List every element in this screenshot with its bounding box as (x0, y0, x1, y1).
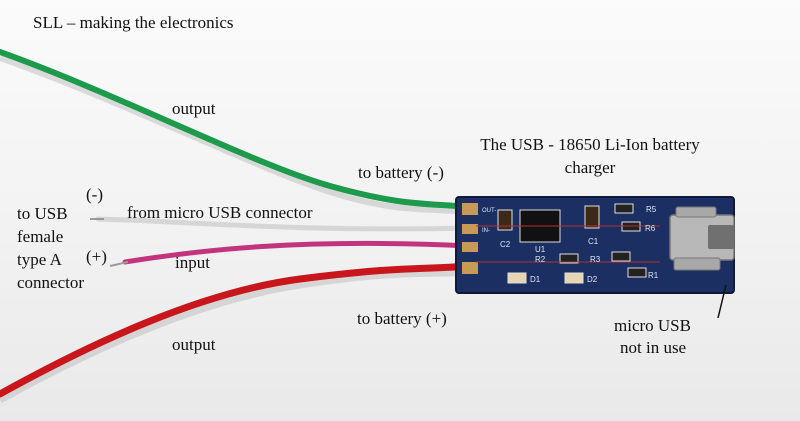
label-from-micro-usb: from micro USB connector (127, 203, 313, 222)
label-to-usb-1: to USB (17, 204, 68, 223)
cap-c1 (584, 205, 600, 229)
silk-u1: U1 (535, 245, 546, 254)
silk-r6: R6 (645, 224, 656, 233)
pink-wire-tip (109, 261, 129, 267)
res-r3 (611, 251, 631, 262)
led-d1 (507, 272, 527, 284)
silk-r1: R1 (648, 271, 659, 280)
label-to-battery-neg: to battery (-) (358, 163, 444, 182)
label-charger-title-2: charger (564, 158, 616, 177)
pink-wire (122, 240, 473, 265)
pad-out-neg (462, 203, 478, 215)
cap-c2 (497, 209, 513, 231)
silk-out-neg: OUT- (482, 208, 496, 214)
red-wire (0, 262, 472, 398)
label-output-bottom: output (172, 335, 216, 354)
label-plus-sign: (+) (86, 247, 107, 266)
micro-usb-opening (708, 225, 734, 249)
label-minus-sign: (-) (86, 185, 103, 204)
label-to-battery-pos: to battery (+) (357, 309, 447, 328)
micro-usb-tab-top (675, 206, 717, 218)
silk-c2: C2 (500, 240, 511, 249)
label-output-top: output (172, 99, 216, 118)
silk-r5: R5 (646, 205, 657, 214)
label-micro-usb-2: not in use (620, 338, 687, 357)
label-charger-title-1: The USB - 18650 Li-Ion battery (480, 135, 700, 154)
label-to-usb-3: type A (17, 250, 62, 269)
res-r1 (627, 267, 647, 278)
label-input: input (175, 253, 210, 272)
pad-out-pos (462, 262, 478, 274)
pad-in-pos (462, 242, 478, 252)
green-wire (0, 49, 471, 210)
green-wire-shadow (0, 55, 471, 215)
caption-title: SLL – making the electronics (33, 13, 234, 32)
label-micro-usb-1: micro USB (614, 316, 691, 335)
micro-usb-tab-bottom (673, 257, 721, 271)
white-wire (95, 216, 473, 232)
silk-in-neg: IN- (482, 228, 490, 234)
red-wire-shadow (0, 268, 471, 404)
label-to-usb-2: female (17, 227, 64, 246)
pad-in-neg (462, 224, 478, 234)
label-to-usb-4: connector (17, 273, 85, 292)
silk-r2: R2 (535, 255, 546, 264)
silk-d1: D1 (530, 275, 541, 284)
silk-d2: D2 (587, 275, 598, 284)
silk-c1: C1 (588, 237, 599, 246)
led-d2 (564, 272, 584, 284)
res-r5 (614, 203, 634, 214)
silk-r3: R3 (590, 255, 601, 264)
micro-usb-pointer-line (717, 284, 727, 319)
res-r2 (559, 253, 579, 264)
